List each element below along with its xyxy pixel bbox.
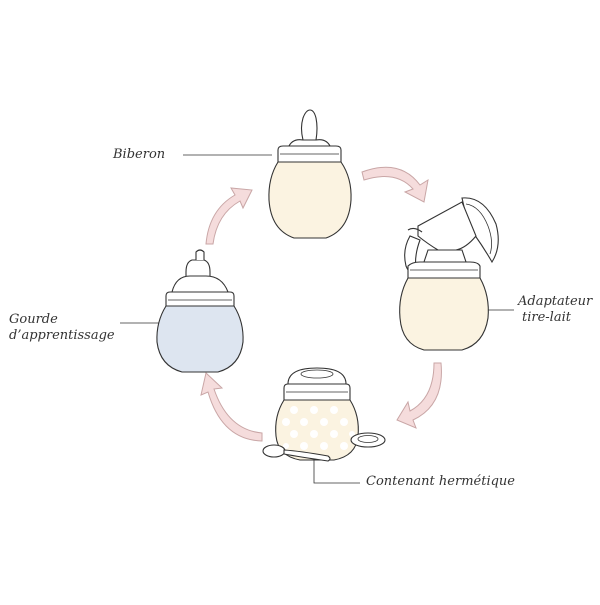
- label-contenant: Contenant hermétique: [366, 474, 515, 490]
- label-gourde-line2: d’apprentissage: [9, 328, 115, 343]
- airtight-container-icon: [275, 367, 359, 461]
- arrow-container-to-sippy: [200, 372, 263, 442]
- leader-contenant: [313, 455, 360, 484]
- sippy-cup-icon: [156, 249, 244, 373]
- polka-dots: [282, 406, 355, 450]
- label-gourde-line1: Gourde: [9, 312, 58, 327]
- arrow-sippy-to-bottle: [205, 187, 253, 245]
- arrow-bottle-to-pump: [361, 166, 429, 203]
- label-contenant-text: Contenant hermétique: [366, 474, 515, 489]
- label-gourde: Gourde d’apprentissage: [9, 312, 115, 344]
- breast-pump-adapter-icon: [399, 197, 499, 351]
- arrow-pump-to-container: [396, 362, 442, 429]
- baby-bottle-icon: [268, 109, 352, 239]
- spoon-icon: [262, 444, 331, 462]
- label-adaptateur-line2: tire-lait: [522, 310, 571, 325]
- label-biberon-text: Biberon: [113, 147, 166, 162]
- lid-icon: [350, 432, 386, 448]
- label-adaptateur-line1: Adaptateur: [518, 294, 593, 309]
- label-adaptateur: Adaptateur tire-lait: [518, 294, 592, 326]
- label-biberon: Biberon: [113, 147, 165, 163]
- arrows: [200, 166, 442, 442]
